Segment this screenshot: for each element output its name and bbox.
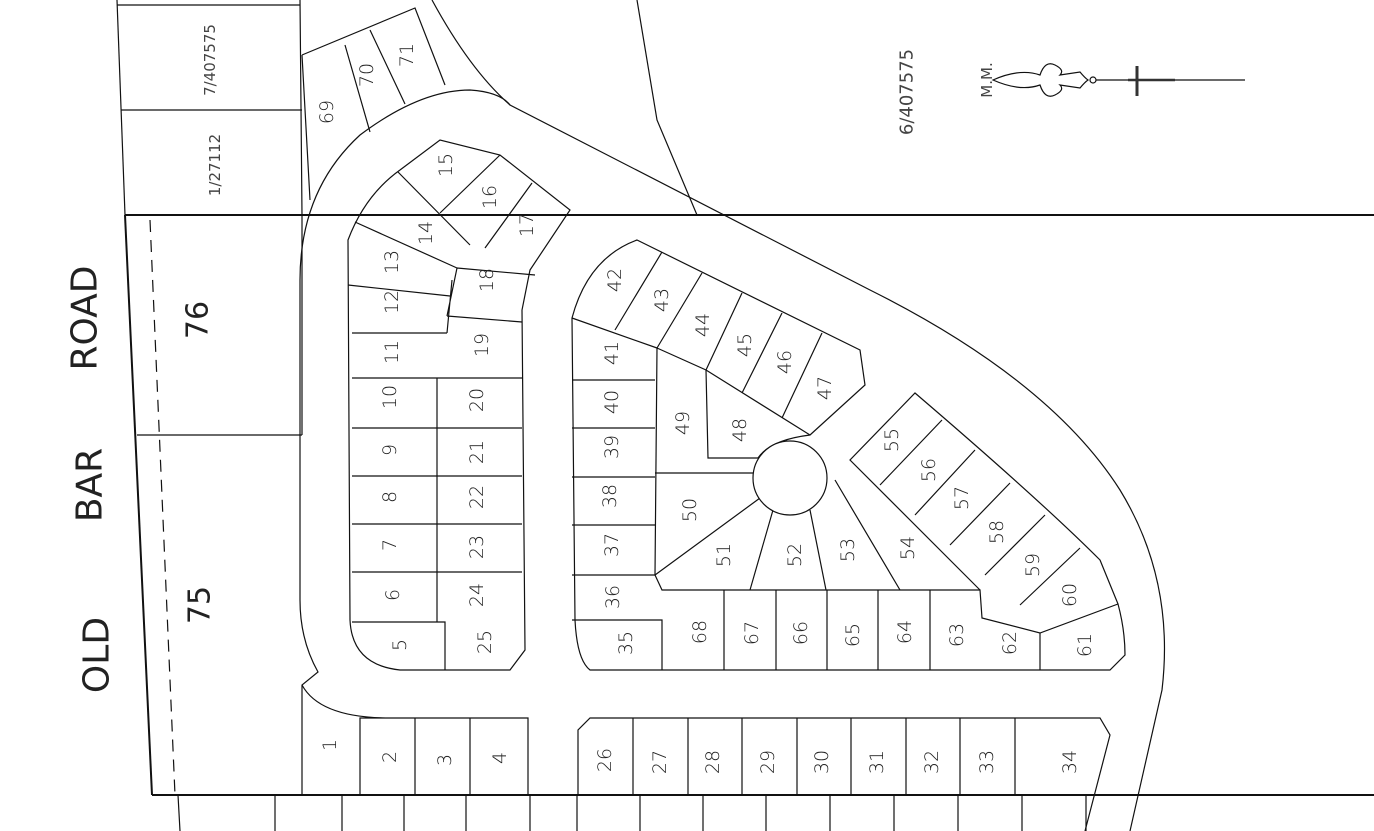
lot-label: 10 — [379, 385, 401, 409]
road-and-blocks — [299, 0, 1166, 831]
lot-label: 64 — [894, 620, 916, 644]
road-name: OLD BAR ROAD — [65, 265, 118, 693]
lot-label: 61 — [1074, 633, 1096, 657]
lot-label: 11 — [381, 340, 403, 364]
lot-label: 36 — [602, 585, 624, 609]
lot-label: 54 — [897, 536, 919, 560]
lot-label: 45 — [734, 333, 756, 357]
lot-label: 38 — [599, 484, 621, 508]
lot-label: 47 — [814, 376, 836, 400]
lot-label: 18 — [476, 268, 498, 292]
lot-label: 19 — [471, 333, 493, 357]
lot-label: 48 — [729, 418, 751, 442]
lot-label: 39 — [601, 435, 623, 459]
lot-label: 13 — [381, 250, 403, 274]
boundary-lines — [116, 0, 1374, 831]
lot-label: 2 — [379, 751, 401, 763]
lot-label: 49 — [672, 411, 694, 435]
lot-label: 37 — [601, 533, 623, 557]
lot-label: 29 — [757, 750, 779, 774]
lot-label: 68 — [689, 620, 711, 644]
lot-label: 6 — [382, 589, 404, 601]
lot-label: 12 — [381, 290, 403, 314]
lot-label: 44 — [692, 313, 714, 337]
parcel-ref: 7/407575 — [201, 24, 219, 96]
parcels: 76 75 7/407575 1/27112 6/407575 — [181, 24, 918, 624]
lot-label: 22 — [466, 485, 488, 509]
lot-label: 41 — [601, 341, 623, 365]
lot-label: 25 — [474, 630, 496, 654]
parcel-ref: 6/407575 — [897, 49, 918, 135]
lot-label: 32 — [921, 750, 943, 774]
lot-label: 71 — [396, 43, 418, 67]
lot-label: 56 — [918, 458, 940, 482]
lot-label: 58 — [986, 520, 1008, 544]
lot-label: 9 — [379, 444, 401, 456]
lot-label: 23 — [466, 535, 488, 559]
lot-label: 51 — [713, 543, 735, 567]
north-arrow: M.M. — [978, 62, 1245, 98]
lot-label: 40 — [601, 390, 623, 414]
lot-label: 70 — [356, 63, 378, 87]
lot-label: 17 — [516, 213, 538, 237]
lot-label: 31 — [866, 750, 888, 774]
lot-label: 14 — [415, 221, 437, 245]
lot-label: 53 — [837, 538, 859, 562]
lot-label: 50 — [679, 498, 701, 522]
lot-label: 43 — [651, 288, 673, 312]
lot-label: 59 — [1022, 553, 1044, 577]
lot-label: 34 — [1059, 750, 1081, 774]
lot-label: 57 — [951, 486, 973, 510]
lot-label: 1 — [319, 739, 341, 751]
parcel-76: 76 — [181, 301, 216, 339]
lot-label: 69 — [316, 100, 338, 124]
lot-label: 30 — [811, 750, 833, 774]
lot-label: 20 — [466, 388, 488, 412]
lot-label: 28 — [702, 750, 724, 774]
lot-label: 65 — [842, 623, 864, 647]
lot-label: 62 — [999, 631, 1021, 655]
lot-label: 60 — [1059, 583, 1081, 607]
lot-label: 15 — [435, 153, 457, 177]
lot-label: 55 — [881, 428, 903, 452]
lot-label: 46 — [774, 350, 796, 374]
lot-label: 42 — [604, 268, 626, 292]
lot-label: 16 — [479, 185, 501, 209]
lot-label: 21 — [466, 440, 488, 464]
lot-label: 5 — [389, 639, 411, 651]
lot-label: 52 — [784, 543, 806, 567]
lot-label: 35 — [615, 631, 637, 655]
lot-label: 67 — [741, 621, 763, 645]
lot-label: 8 — [379, 491, 401, 503]
parcel-ref: 1/27112 — [206, 134, 224, 196]
lot-label: 27 — [649, 750, 671, 774]
parcel-75: 75 — [183, 586, 218, 624]
lot-label: 24 — [466, 583, 488, 607]
cul-de-sac — [752, 440, 828, 516]
lot-label: 3 — [434, 754, 456, 766]
lot-label: 7 — [379, 539, 401, 551]
lot-label: 4 — [489, 752, 511, 764]
road-label-bar: BAR — [70, 448, 111, 522]
lot-label: 33 — [976, 750, 998, 774]
lot-label: 66 — [790, 621, 812, 645]
north-arrow-icon — [991, 63, 1245, 97]
lot-label: 26 — [594, 748, 616, 772]
north-arrow-label: M.M. — [978, 62, 996, 97]
road-label-road: ROAD — [65, 265, 106, 370]
lot-label: 63 — [946, 623, 968, 647]
road-label-old: OLD — [77, 617, 118, 693]
